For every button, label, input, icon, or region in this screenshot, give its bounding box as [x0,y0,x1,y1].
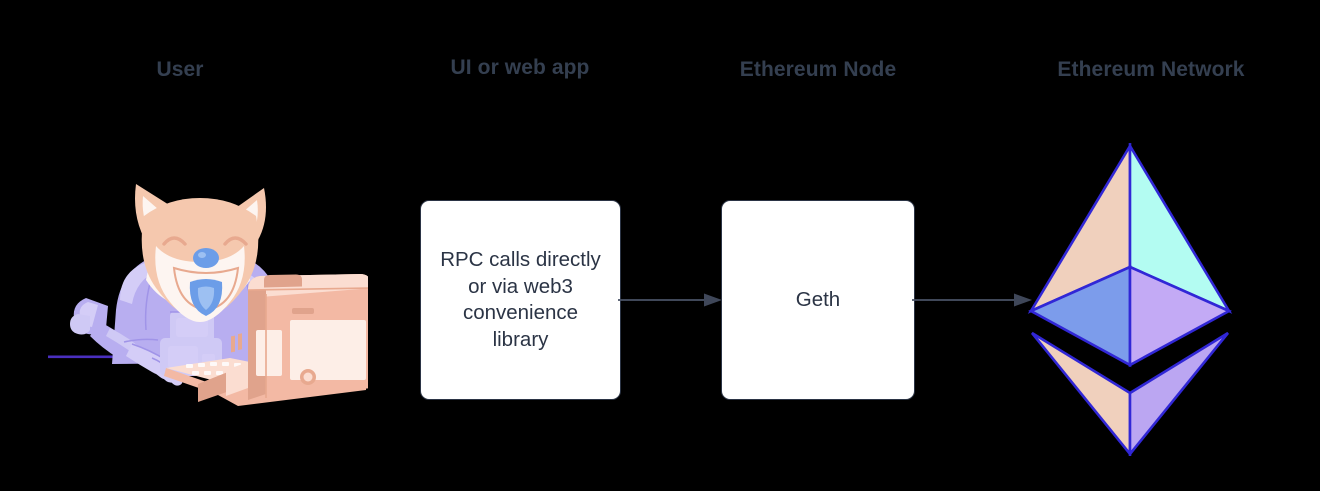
arrow-geth-to-network [912,289,1034,311]
retro-computer [198,274,373,406]
process-box-rpc-calls-label: RPC calls directly or via web3 convenien… [440,248,601,351]
column-label-user: User [156,58,204,81]
shiba-head [135,184,266,322]
column-label-ethereum-node: Ethereum Node [739,58,897,81]
user-illustration: .fur { fill:#f5c8ae; } .furL { fill:#fbe… [48,172,373,407]
desk-line [48,355,166,359]
eth-face-lower-right [1128,331,1230,458]
column-label-ui-or-web-app: UI or web app [450,56,590,79]
arrow-webapp-to-geth [618,289,724,311]
shiba-inu-astronaut-icon: .fur { fill:#f5c8ae; } .furL { fill:#fbe… [48,184,373,406]
process-box-rpc-calls[interactable]: RPC calls directly or via web3 convenien… [420,200,621,400]
process-box-geth-label: Geth [795,287,841,311]
column-label-ethereum-network: Ethereum Network [1057,58,1245,81]
eth-face-mid-right [1128,264,1232,368]
process-box-geth[interactable]: Geth [721,200,915,400]
ethereum-logo [1027,141,1233,458]
ethereum-diamond-icon [1027,141,1233,458]
